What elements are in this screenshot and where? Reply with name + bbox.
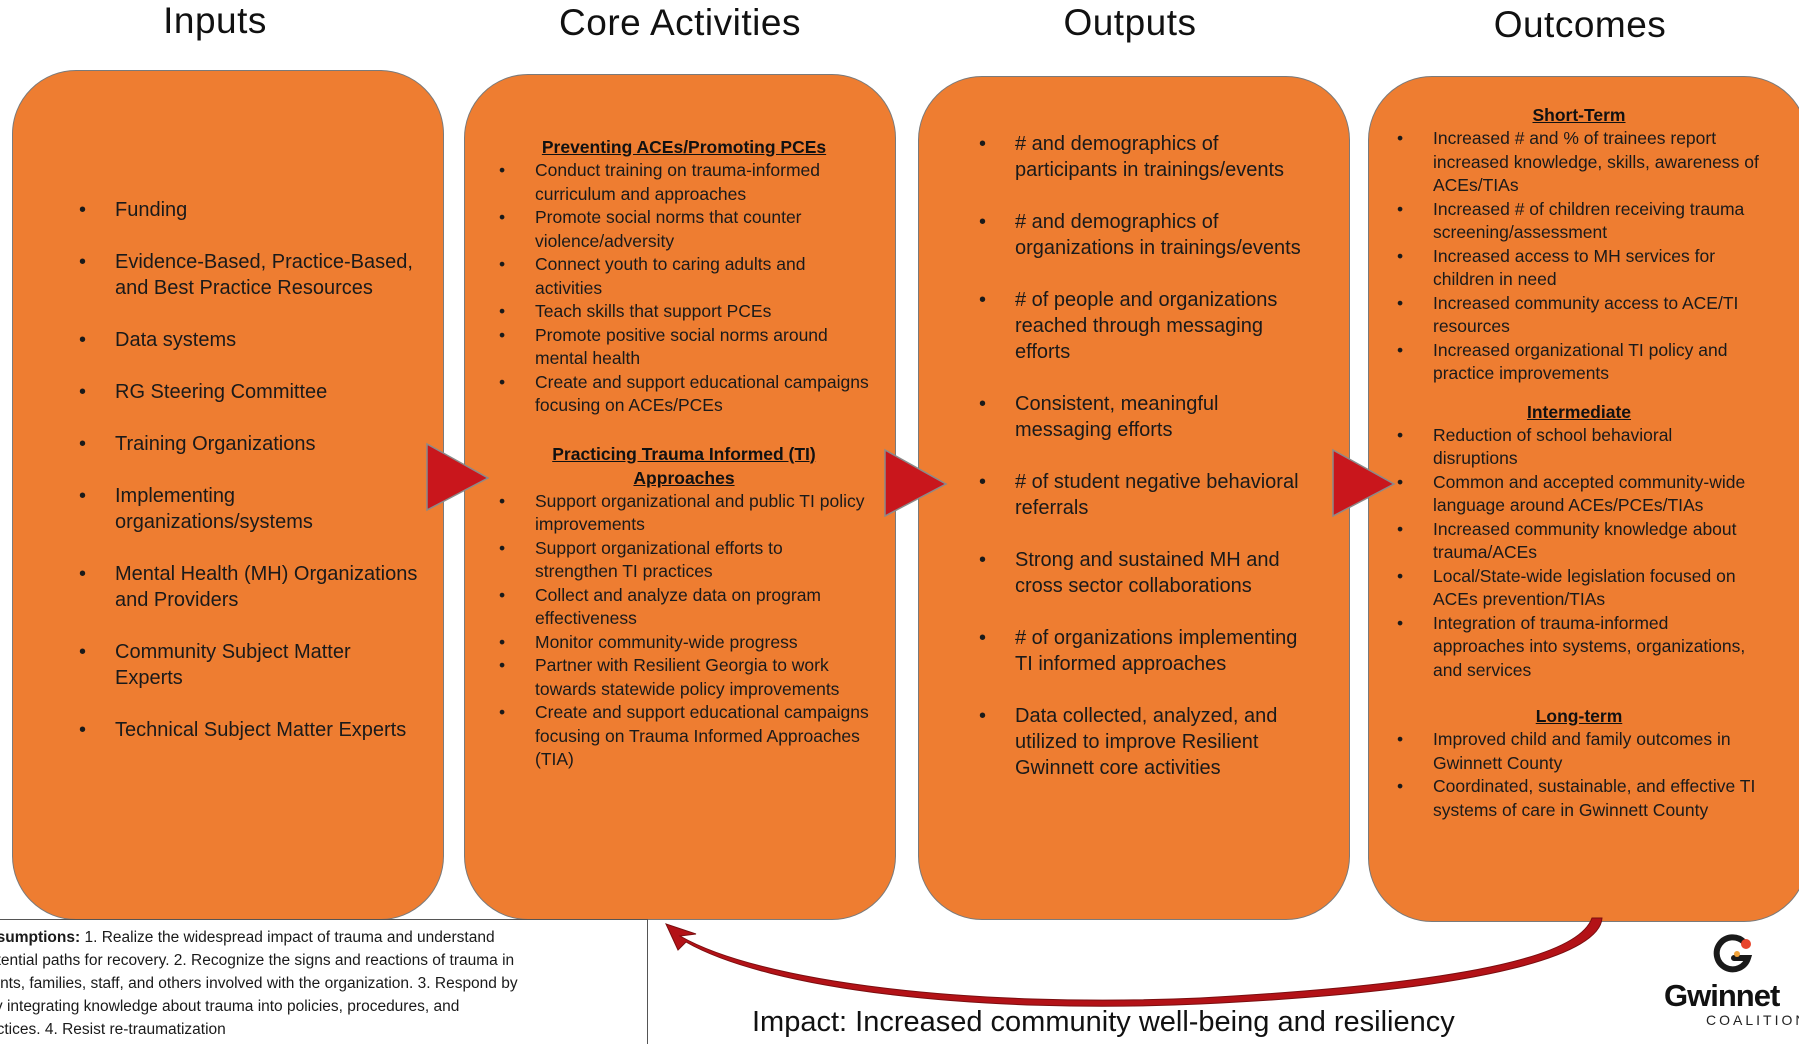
assumptions-line-4: lly integrating knowledge about trauma i…: [0, 998, 460, 1015]
logo-g-mark-icon: [1713, 934, 1753, 973]
input-item: RG Steering Committee: [79, 379, 419, 405]
core-activity-item: Create and support educational campaigns…: [499, 701, 869, 772]
arrow-core-to-outputs: [884, 448, 948, 518]
core-activity-item: Support organizational and public TI pol…: [499, 490, 869, 537]
input-item: Evidence-Based, Practice-Based, and Best…: [79, 249, 419, 301]
outcome-short-item: Increased # of children receiving trauma…: [1397, 198, 1761, 245]
outcomes-long-term-title: Long-term: [1535, 706, 1623, 726]
outcome-short-item: Increased # and % of trainees report inc…: [1397, 127, 1761, 198]
assumptions-label: ssumptions:: [0, 929, 81, 946]
output-item: Consistent, meaningful messaging efforts: [979, 391, 1319, 443]
core-activity-item: Partner with Resilient Georgia to work t…: [499, 654, 869, 701]
core-activity-item: Collect and analyze data on program effe…: [499, 584, 869, 631]
outcomes-intermediate-title: Intermediate: [1526, 401, 1632, 422]
outcome-intermediate-item: Common and accepted community-wide langu…: [1397, 471, 1761, 518]
core-activity-item: Create and support educational campaigns…: [499, 371, 869, 418]
core-activities-panel: Preventing ACEs/Promoting PCEs Conduct t…: [464, 74, 896, 920]
outcome-intermediate-item: Reduction of school behavioral disruptio…: [1397, 424, 1761, 471]
outcomes-intermediate-list: Reduction of school behavioral disruptio…: [1397, 424, 1761, 683]
core-section1-list: Conduct training on trauma-informed curr…: [499, 159, 869, 418]
outcome-intermediate-item: Local/State-wide legislation focused on …: [1397, 565, 1761, 612]
core-activity-item: Promote social norms that counter violen…: [499, 206, 869, 253]
output-item: # and demographics of participants in tr…: [979, 131, 1319, 183]
outcome-intermediate-item: Integration of trauma-informed approache…: [1397, 612, 1761, 683]
assumptions-line-3: ients, families, staff, and others invol…: [0, 975, 518, 992]
outputs-list: # and demographics of participants in tr…: [979, 131, 1319, 807]
outcome-long-item: Coordinated, sustainable, and effective …: [1397, 775, 1761, 822]
core-section2-title: Practicing Trauma Informed (TI) Approach…: [552, 443, 816, 488]
outcome-intermediate-item: Increased community knowledge about trau…: [1397, 518, 1761, 565]
input-item: Training Organizations: [79, 431, 419, 457]
outcome-short-item: Increased community access to ACE/TI res…: [1397, 292, 1761, 339]
outcomes-content: Short-Term Increased # and % of trainees…: [1397, 103, 1761, 822]
outcomes-short-term-title: Short-Term: [1532, 105, 1626, 125]
header-outcomes: Outcomes: [1493, 4, 1667, 45]
input-item: Mental Health (MH) Organizations and Pro…: [79, 561, 419, 613]
arrow-outputs-to-outcomes: [1332, 448, 1396, 518]
inputs-panel: FundingEvidence-Based, Practice-Based, a…: [12, 70, 444, 920]
core-section1-title: Preventing ACEs/Promoting PCEs: [541, 137, 827, 157]
logo-sub: COALITION: [1706, 1012, 1799, 1028]
core-activity-item: Support organizational efforts to streng…: [499, 537, 869, 584]
outputs-panel: # and demographics of participants in tr…: [918, 76, 1350, 920]
outcomes-short-term-list: Increased # and % of trainees report inc…: [1397, 127, 1761, 386]
core-activity-item: Promote positive social norms around men…: [499, 324, 869, 371]
core-activity-item: Conduct training on trauma-informed curr…: [499, 159, 869, 206]
core-activity-item: Connect youth to caring adults and activ…: [499, 253, 869, 300]
inputs-list: FundingEvidence-Based, Practice-Based, a…: [79, 197, 419, 769]
output-item: # of organizations implementing TI infor…: [979, 625, 1319, 677]
outcome-long-item: Improved child and family outcomes in Gw…: [1397, 728, 1761, 775]
input-item: Implementing organizations/systems: [79, 483, 419, 535]
outcomes-long-term-list: Improved child and family outcomes in Gw…: [1397, 728, 1761, 822]
assumptions-text: ssumptions: 1. Realize the widespread im…: [0, 919, 648, 1044]
header-outputs: Outputs: [1063, 2, 1197, 43]
output-item: Data collected, analyzed, and utilized t…: [979, 703, 1319, 781]
output-item: Strong and sustained MH and cross sector…: [979, 547, 1319, 599]
output-item: # of student negative behavioral referra…: [979, 469, 1319, 521]
input-item: Community Subject Matter Experts: [79, 639, 419, 691]
core-section2-list: Support organizational and public TI pol…: [499, 490, 869, 772]
outcomes-panel: Short-Term Increased # and % of trainees…: [1368, 76, 1799, 922]
assumptions-line-1: 1. Realize the widespread impact of trau…: [80, 929, 495, 946]
impact-statement: Impact: Increased community well-being a…: [752, 1006, 1455, 1038]
core-activity-item: Teach skills that support PCEs: [499, 300, 869, 324]
logo-word: Gwinnet: [1664, 978, 1780, 1013]
input-item: Data systems: [79, 327, 419, 353]
arrow-inputs-to-core: [426, 442, 490, 512]
outcome-short-item: Increased access to MH services for chil…: [1397, 245, 1761, 292]
outcome-short-item: Increased organizational TI policy and p…: [1397, 339, 1761, 386]
header-core-activities: Core Activities: [559, 2, 801, 43]
feedback-curve-arrow: [665, 917, 1603, 1007]
input-item: Funding: [79, 197, 419, 223]
assumptions-line-2: otential paths for recovery. 2. Recogniz…: [0, 952, 515, 969]
header-inputs: Inputs: [163, 0, 267, 41]
core-activities-content: Preventing ACEs/Promoting PCEs Conduct t…: [499, 135, 869, 772]
core-activity-item: Monitor community-wide progress: [499, 631, 869, 655]
output-item: # of people and organizations reached th…: [979, 287, 1319, 365]
input-item: Technical Subject Matter Experts: [79, 717, 419, 743]
output-item: # and demographics of organizations in t…: [979, 209, 1319, 261]
assumptions-line-5: actices. 4. Resist re-traumatization: [0, 1021, 226, 1038]
gwinnett-coalition-logo: Gwinnet COALITION: [1660, 930, 1799, 1030]
